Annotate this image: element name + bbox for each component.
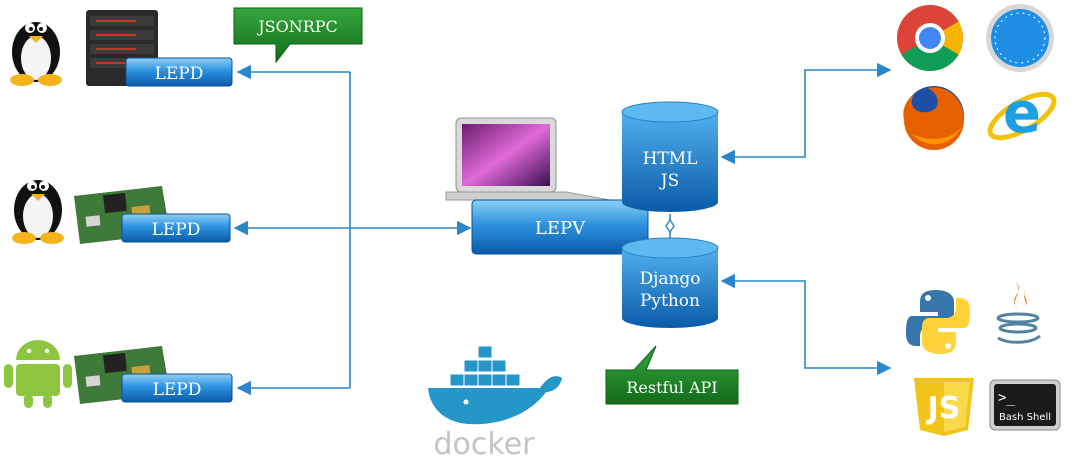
js-logo-text: JS	[926, 391, 961, 426]
android-robot-icon	[4, 340, 72, 408]
html-js-line2: JS	[659, 171, 679, 191]
lepd-label: LEPD	[155, 64, 204, 84]
django-python-line1: Django	[639, 269, 700, 289]
tool-icons: JS >_ Bash Shell	[906, 282, 1061, 436]
lepd-node-3: LEPD	[4, 340, 233, 408]
html-js-line1: HTML	[643, 149, 698, 169]
laptop-icon	[445, 117, 611, 201]
lepd-label: LEPD	[152, 220, 201, 240]
bash-shell-icon: >_ Bash Shell	[989, 379, 1061, 431]
lepd-box	[121, 213, 231, 243]
bash-shell-label: Bash Shell	[999, 412, 1051, 423]
firefox-icon	[903, 86, 964, 150]
java-icon	[996, 282, 1041, 344]
docker-whale-icon	[428, 345, 562, 425]
django-python-line2: Python	[640, 291, 700, 311]
connector-browsers	[720, 62, 892, 165]
python-icon	[906, 290, 970, 354]
chrome-icon	[897, 5, 964, 72]
lepv-node: LEPV	[445, 117, 649, 255]
svg-text:e: e	[1003, 81, 1041, 146]
docker-wordmark: docker	[434, 427, 536, 461]
lepd-label: LEPD	[153, 380, 202, 400]
lepd-box	[121, 373, 233, 403]
javascript-icon: JS	[914, 378, 974, 436]
connector-tools	[720, 273, 892, 376]
bash-prompt: >_	[998, 390, 1015, 406]
internet-explorer-icon: e	[987, 81, 1057, 146]
safari-icon	[986, 4, 1054, 72]
lepv-box	[471, 199, 649, 255]
lepd-node-1: LEPD	[10, 10, 233, 87]
django-python-cylinder: Django Python	[621, 237, 719, 328]
jsonrpc-label: JSONRPC	[256, 17, 338, 36]
jsonrpc-callout: JSONRPC	[233, 7, 363, 64]
link-diamond	[665, 218, 675, 234]
restful-api-callout: Restful API	[605, 345, 739, 405]
docker-logo: docker	[428, 345, 562, 461]
lepv-label: LEPV	[535, 218, 586, 239]
html-js-cylinder: HTML JS	[621, 101, 719, 212]
browser-icons: e	[897, 4, 1057, 150]
connector-lines	[233, 62, 892, 396]
restful-api-label: Restful API	[626, 378, 717, 397]
lepd-node-2: LEPD	[12, 180, 231, 244]
lepd-box	[125, 57, 233, 87]
linux-tux-icon	[12, 180, 64, 244]
linux-tux-icon	[10, 22, 62, 86]
